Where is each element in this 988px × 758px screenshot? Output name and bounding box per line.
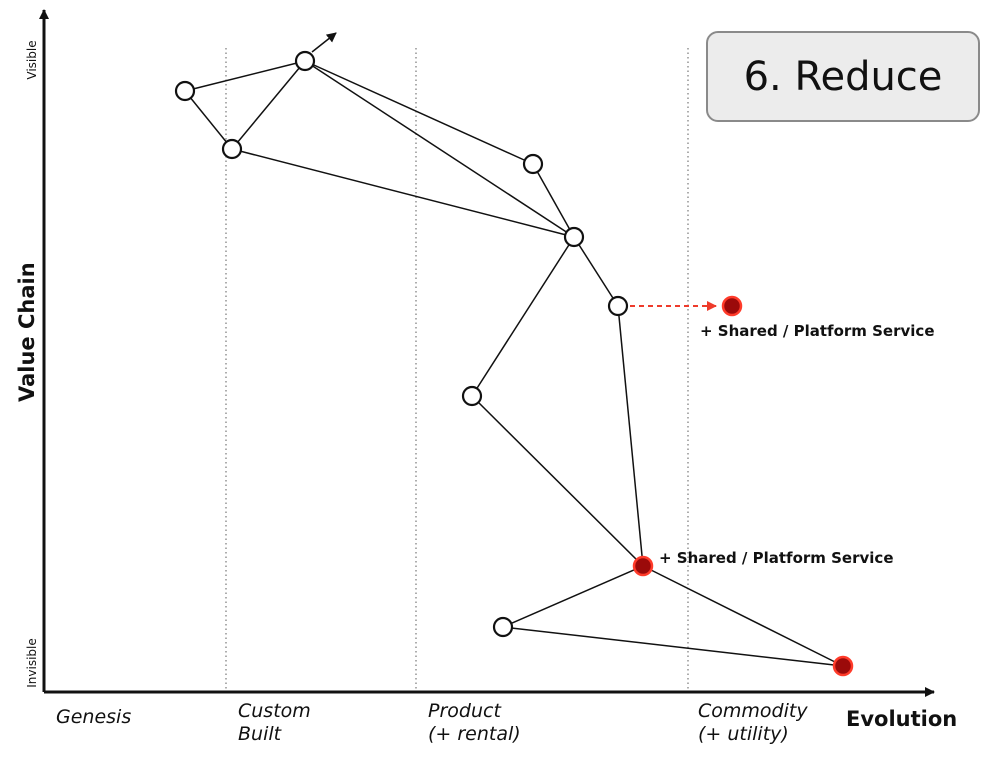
stage-genesis: Genesis: [56, 706, 131, 729]
edge: [532, 163, 575, 238]
annotation-upper: + Shared / Platform Service: [700, 322, 935, 340]
component-node: [461, 385, 483, 407]
component-node: [174, 80, 196, 102]
edge: [642, 565, 844, 667]
stage-line2: (+ utility): [698, 723, 789, 745]
stage-product: Product (+ rental): [428, 700, 521, 746]
edge: [304, 60, 575, 238]
edge: [502, 565, 644, 628]
annotation-lower: + Shared / Platform Service: [659, 549, 894, 567]
edge: [471, 395, 644, 567]
nodes: [174, 50, 854, 677]
stage-custom-built: Custom Built: [238, 700, 311, 746]
y-axis-title: Value Chain: [15, 262, 39, 402]
y-axis-invisible-label: Invisible: [25, 638, 39, 688]
component-node: [294, 50, 316, 72]
stage-commodity: Commodity (+ utility): [698, 700, 808, 746]
edge: [471, 236, 575, 397]
component-node: [492, 616, 514, 638]
stage-line2: (+ rental): [428, 723, 521, 745]
shared-service-node: [632, 555, 654, 577]
stage-line1: Commodity: [698, 700, 808, 722]
stage-line2: Built: [238, 723, 282, 745]
edge: [304, 60, 534, 165]
x-axis-title: Evolution: [846, 707, 958, 731]
edge: [617, 305, 644, 567]
stage-line1: Product: [428, 700, 501, 722]
edges: [184, 60, 844, 667]
edge: [231, 148, 575, 238]
edge: [184, 60, 306, 92]
y-axis-visible-label: Visible: [25, 40, 39, 80]
edge: [502, 626, 844, 667]
component-node: [522, 153, 544, 175]
edge: [573, 236, 619, 307]
slide-title: 6. Reduce: [706, 31, 980, 122]
edge: [184, 90, 233, 150]
component-node: [607, 295, 629, 317]
movement-arrow: [311, 32, 337, 53]
edge: [231, 60, 306, 150]
component-node: [563, 226, 585, 248]
stage-line1: Genesis: [56, 706, 132, 728]
component-node: [221, 138, 243, 160]
shared-service-node: [832, 655, 854, 677]
stage-line1: Custom: [238, 700, 311, 722]
shared-service-node: [721, 295, 743, 317]
